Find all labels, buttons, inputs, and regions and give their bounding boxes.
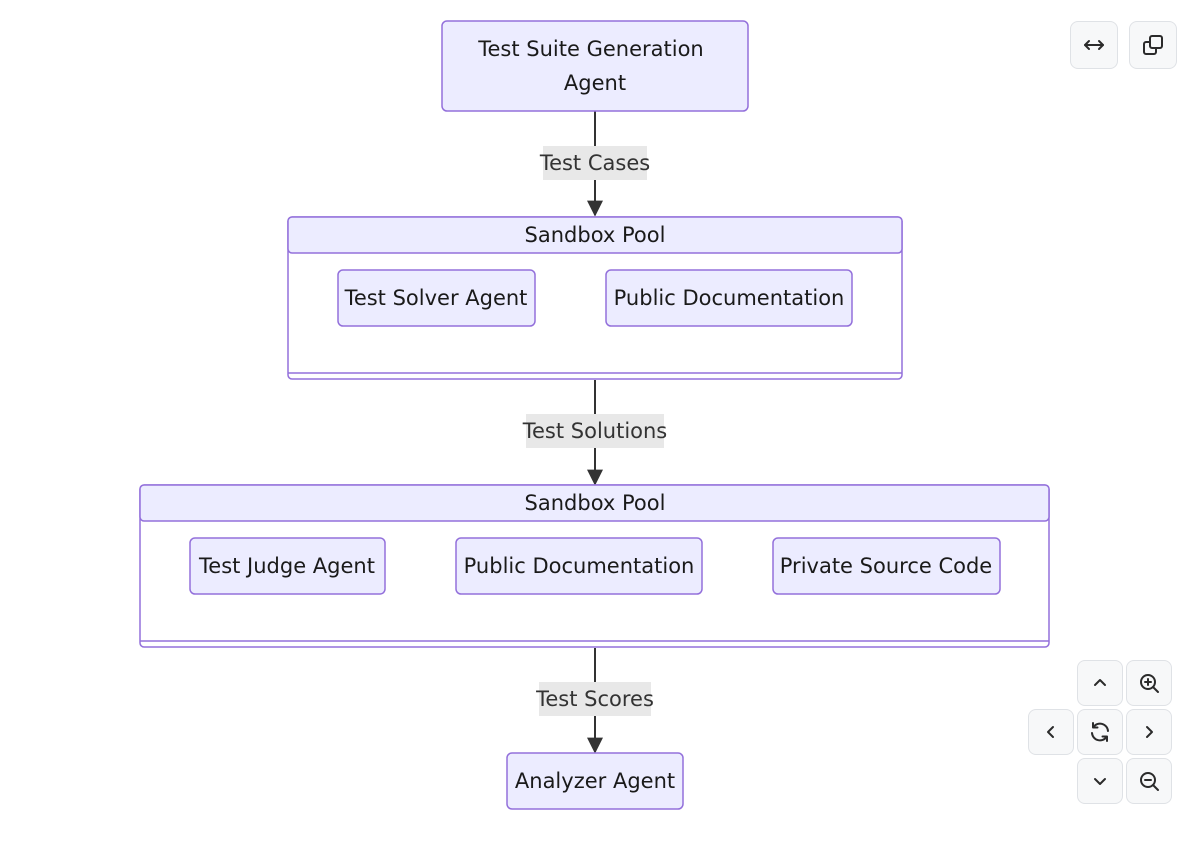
edge-label-test-scores: Test Scores (535, 682, 654, 716)
node-public-documentation-1[interactable]: Public Documentation (605, 269, 853, 327)
reset-icon (1091, 722, 1109, 742)
edge-label-test-solutions: Test Solutions (522, 414, 668, 448)
pan-right-button[interactable] (1126, 709, 1172, 755)
expand-horizontal-button[interactable] (1070, 21, 1118, 69)
chevron-right-icon (1146, 726, 1153, 738)
pan-up-button[interactable] (1077, 660, 1123, 706)
node-label: Public Documentation (464, 554, 695, 578)
zoom-in-icon (1140, 674, 1159, 693)
node-label: Public Documentation (614, 286, 845, 310)
subgraph-title: Sandbox Pool (525, 491, 666, 515)
copy-icon (1143, 35, 1163, 55)
pan-left-button[interactable] (1028, 709, 1074, 755)
edge-label-test-cases: Test Cases (539, 146, 650, 180)
chevron-up-icon (1094, 679, 1106, 686)
node-private-source-code[interactable]: Private Source Code (772, 537, 1001, 595)
expand-horizontal-icon (1084, 40, 1104, 50)
zoom-out-button[interactable] (1126, 758, 1172, 804)
node-label: Analyzer Agent (515, 769, 675, 793)
pan-down-button[interactable] (1077, 758, 1123, 804)
node-test-suite-generation-agent[interactable]: Test Suite Generation Agent (441, 20, 749, 112)
chevron-down-icon (1094, 778, 1106, 785)
zoom-out-icon (1140, 772, 1159, 791)
node-label-line-2: Agent (564, 71, 626, 95)
edge-label-text: Test Scores (535, 687, 654, 711)
edge-label-text: Test Solutions (522, 419, 668, 443)
node-label: Test Solver Agent (344, 286, 528, 310)
subgraph-title: Sandbox Pool (525, 223, 666, 247)
node-public-documentation-2[interactable]: Public Documentation (455, 537, 703, 595)
subgraph-sandbox-pool-1: Sandbox Pool (287, 216, 903, 380)
edge-label-text: Test Cases (539, 151, 650, 175)
copy-button[interactable] (1129, 21, 1177, 69)
reset-view-button[interactable] (1077, 709, 1123, 755)
node-label: Private Source Code (780, 554, 992, 578)
chevron-left-icon (1047, 726, 1054, 738)
node-label-line-1: Test Suite Generation (477, 37, 703, 61)
node-test-solver-agent[interactable]: Test Solver Agent (337, 269, 536, 327)
node-analyzer-agent[interactable]: Analyzer Agent (506, 752, 684, 810)
zoom-in-button[interactable] (1126, 660, 1172, 706)
node-label: Test Judge Agent (198, 554, 375, 578)
node-test-judge-agent[interactable]: Test Judge Agent (189, 537, 386, 595)
